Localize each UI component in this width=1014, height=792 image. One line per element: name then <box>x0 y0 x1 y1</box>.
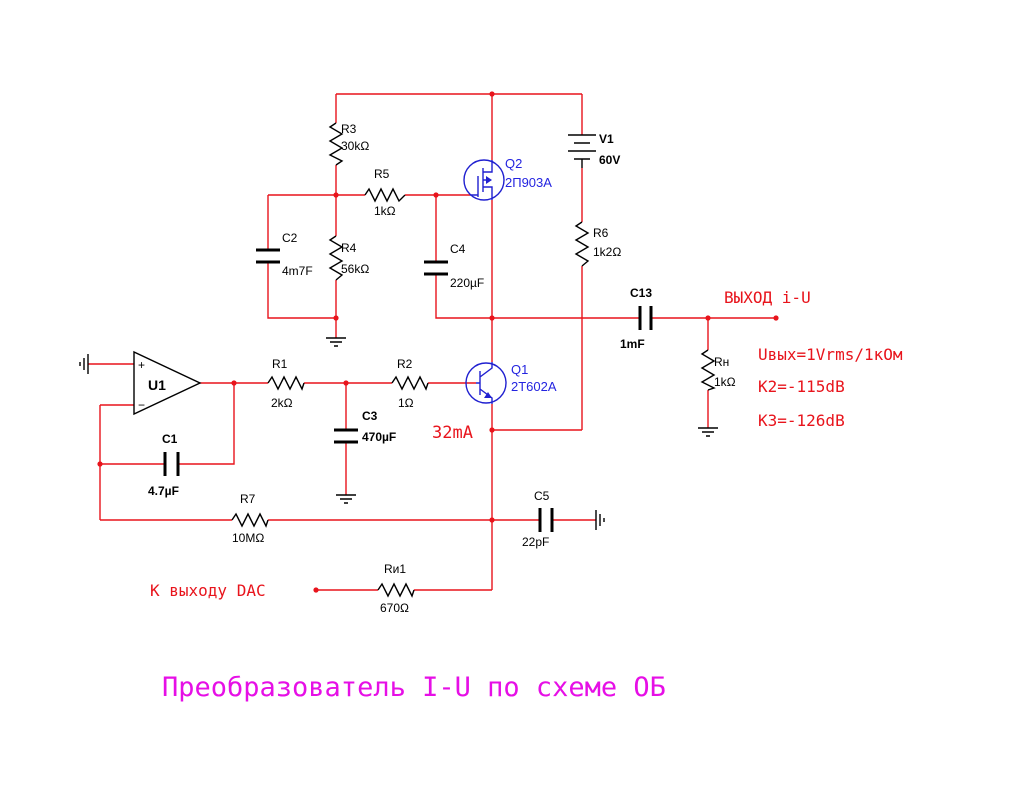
svg-text:30kΩ: 30kΩ <box>341 139 369 153</box>
svg-text:56kΩ: 56kΩ <box>341 262 369 276</box>
svg-text:C1: C1 <box>162 432 178 446</box>
svg-text:C5: C5 <box>534 489 550 503</box>
svg-text:470µF: 470µF <box>362 430 396 444</box>
result-uout: Uвых=1Vrms/1кОм <box>758 345 903 364</box>
svg-text:R1: R1 <box>272 357 288 371</box>
svg-text:2Т602А: 2Т602А <box>511 379 557 394</box>
resistor-r1: R1 2kΩ <box>267 357 305 410</box>
capacitor-c5: C5 22pF <box>522 489 554 549</box>
resistor-ri1: Rи1 670Ω <box>377 562 415 615</box>
junctions <box>97 91 779 593</box>
svg-text:4m7F: 4m7F <box>282 264 313 278</box>
opamp-u1: + − U1 <box>133 350 202 416</box>
resistor-rn: Rн 1kΩ <box>700 349 736 391</box>
output-label: ВЫХОД i-U <box>724 288 811 307</box>
svg-text:R4: R4 <box>341 241 357 255</box>
svg-text:Rи1: Rи1 <box>384 562 406 576</box>
resistor-r6: R6 1k2Ω <box>574 221 621 267</box>
svg-text:Q1: Q1 <box>511 362 528 377</box>
svg-text:R5: R5 <box>374 167 390 181</box>
result-k3: K3=-126dB <box>758 411 845 430</box>
input-label: К выходу DAC <box>150 581 266 600</box>
svg-text:+: + <box>138 358 145 372</box>
resistor-r2: R2 1Ω <box>391 357 429 410</box>
svg-text:C4: C4 <box>450 242 466 256</box>
svg-text:670Ω: 670Ω <box>380 601 409 615</box>
svg-text:C3: C3 <box>362 409 378 423</box>
svg-text:R2: R2 <box>397 357 413 371</box>
wires <box>88 93 776 591</box>
svg-text:1mF: 1mF <box>620 337 645 351</box>
svg-text:1Ω: 1Ω <box>398 396 414 410</box>
result-k2: K2=-115dB <box>758 377 845 396</box>
svg-text:2П903А: 2П903А <box>505 175 552 190</box>
svg-text:60V: 60V <box>599 153 620 167</box>
resistor-r7: R7 10MΩ <box>231 492 269 545</box>
svg-text:R7: R7 <box>240 492 256 506</box>
svg-text:Q2: Q2 <box>505 156 522 171</box>
svg-text:U1: U1 <box>148 377 166 393</box>
svg-text:22pF: 22pF <box>522 535 549 549</box>
svg-text:1kΩ: 1kΩ <box>374 204 396 218</box>
capacitor-c13: C13 1mF <box>620 286 653 351</box>
svg-text:V1: V1 <box>599 132 614 146</box>
resistor-r4: R4 56kΩ <box>328 235 369 281</box>
svg-text:2kΩ: 2kΩ <box>271 396 293 410</box>
svg-text:−: − <box>138 398 145 412</box>
svg-text:R6: R6 <box>593 226 609 240</box>
capacitor-c4: C4 220µF <box>424 242 484 290</box>
resistor-r5: R5 1kΩ <box>364 167 406 218</box>
transistor-q1: Q1 2Т602А <box>465 362 557 404</box>
transistor-q2: Q2 2П903А <box>463 156 552 201</box>
svg-text:10MΩ: 10MΩ <box>232 531 264 545</box>
svg-text:R3: R3 <box>341 122 357 136</box>
resistor-r3: R3 30kΩ <box>328 122 369 166</box>
capacitor-c2: C2 4m7F <box>256 231 313 278</box>
ground-symbols <box>79 337 718 530</box>
current-label: 32mA <box>432 423 473 443</box>
svg-text:4.7µF: 4.7µF <box>148 484 179 498</box>
svg-text:220µF: 220µF <box>450 276 484 290</box>
svg-text:Rн: Rн <box>714 355 729 369</box>
schematic-title: Преобразователь I-U по схеме ОБ <box>162 672 666 703</box>
svg-text:C2: C2 <box>282 231 298 245</box>
svg-text:C13: C13 <box>630 286 652 300</box>
svg-text:1kΩ: 1kΩ <box>714 375 736 389</box>
capacitor-c3: C3 470µF <box>334 409 396 444</box>
svg-text:1k2Ω: 1k2Ω <box>593 245 621 259</box>
battery-v1: V1 60V <box>568 132 620 168</box>
capacitor-c1: C1 4.7µF <box>148 432 180 498</box>
